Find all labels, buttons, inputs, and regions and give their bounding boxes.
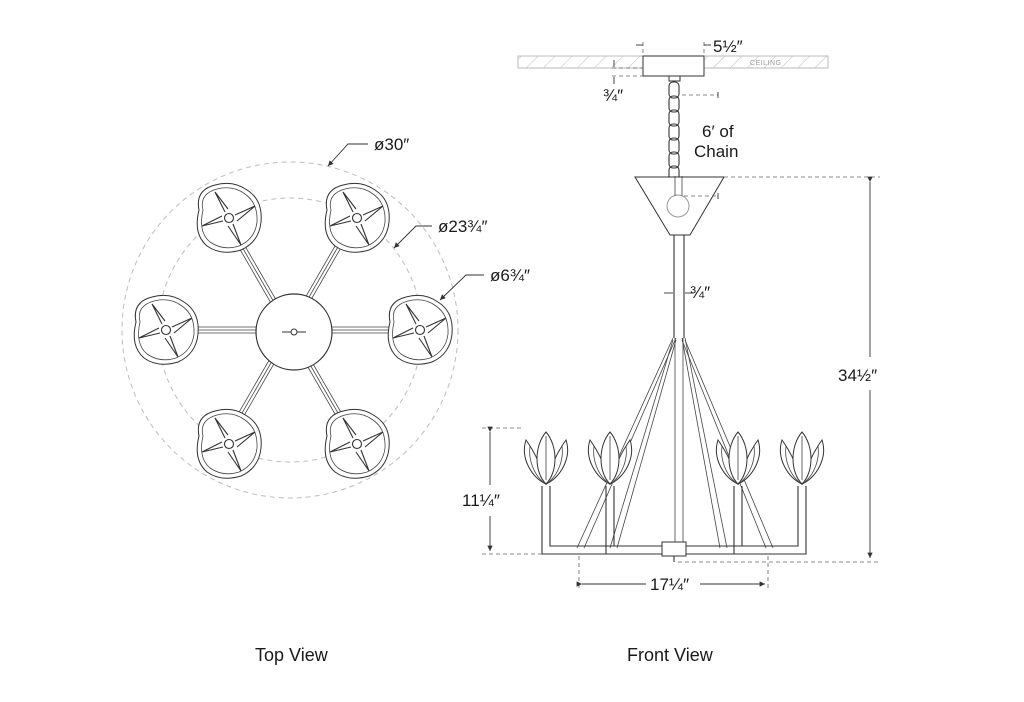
leader-outer (327, 143, 368, 167)
arms (190, 241, 390, 419)
flower-top-2 (324, 182, 390, 253)
canopy (642, 55, 705, 77)
tulip-1 (523, 431, 569, 485)
dim-canopy-height: ¾″ (603, 86, 623, 105)
dim-chain-line-1: 6′ of (702, 122, 734, 141)
top-view: ø30″ ø23¾″ ø6¾″ Top View (121, 135, 530, 665)
dim-stem-width: ¾″ (690, 283, 710, 302)
leader-inner (393, 225, 432, 249)
frame (541, 486, 807, 562)
support-rods (576, 337, 774, 549)
flower-top-6 (324, 408, 390, 479)
front-view: CEILING 5½″ ¾″ 6′ of Chain (462, 37, 880, 665)
chain (668, 75, 681, 183)
flower-top-1 (196, 182, 262, 253)
ceiling-label: CEILING (750, 60, 782, 67)
flower-top-3 (133, 294, 199, 365)
dim-canopy-width: 5½″ (713, 37, 743, 56)
center-hub (255, 293, 333, 371)
caption-top-view: Top View (255, 645, 329, 665)
dim-outer-diameter: ø30″ (374, 135, 409, 154)
dim-inner-diameter: ø23¾″ (438, 217, 488, 236)
dim-overall-height: 34½″ (838, 366, 877, 385)
dim-body-height: 11¼″ (462, 491, 500, 510)
flower-top-5 (196, 408, 262, 479)
leader-shade (439, 274, 484, 301)
dim-shade-diameter: ø6¾″ (490, 266, 530, 285)
tulip-3 (715, 431, 761, 485)
dim-chain-line-2: Chain (694, 142, 738, 161)
tulip-4 (779, 431, 825, 485)
dim-body-width: 17¼″ (650, 575, 689, 594)
caption-front-view: Front View (627, 645, 714, 665)
flower-top-4 (387, 294, 453, 365)
tulip-2 (587, 431, 633, 485)
outer-diameter-circle (121, 161, 459, 499)
